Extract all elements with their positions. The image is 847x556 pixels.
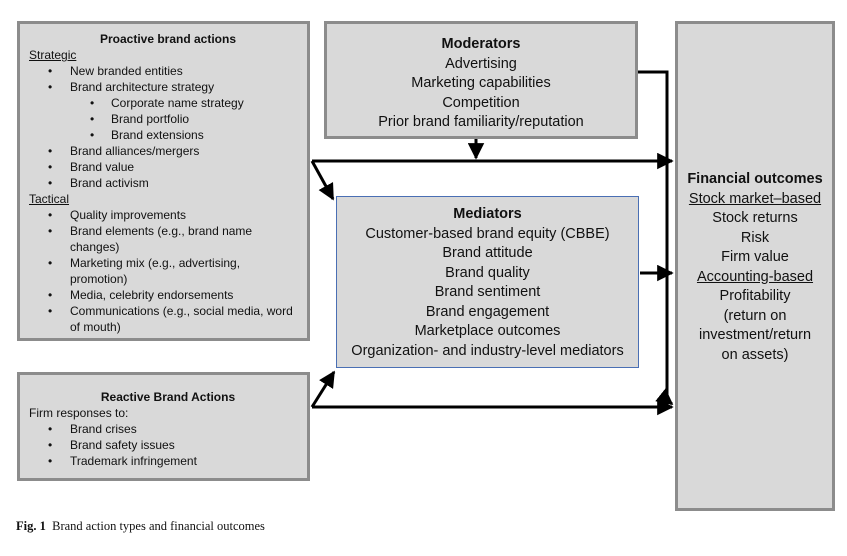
figure-label: Fig. 1 bbox=[16, 519, 46, 533]
strategic-item: Brand value bbox=[29, 159, 307, 175]
strategic-item: Brand architecture strategy bbox=[29, 79, 307, 95]
proactive-title: Proactive brand actions bbox=[99, 32, 237, 46]
tactical-list: Quality improvementsBrand elements (e.g.… bbox=[29, 207, 307, 335]
strategic-item: Brand alliances/mergers bbox=[29, 143, 307, 159]
mediator-item: Organization- and industry-level mediato… bbox=[351, 342, 624, 359]
reactive-list: Brand crisesBrand safety issuesTrademark… bbox=[29, 421, 307, 469]
strategic-item: New branded entities bbox=[29, 63, 307, 79]
reactive-item: Trademark infringement bbox=[29, 453, 307, 469]
arrow-bus-to-financial bbox=[655, 388, 674, 406]
mediator-item: Brand sentiment bbox=[434, 284, 541, 300]
strategic-item: Brand portfolio bbox=[29, 111, 307, 127]
mediator-item: Brand attitude bbox=[442, 245, 533, 261]
financial-title: Financial outcomes bbox=[687, 171, 823, 187]
accounting-outcome-item: (return on investment/return on assets) bbox=[698, 307, 812, 363]
arrow-reactive-to-mediators bbox=[310, 370, 336, 408]
tactical-item: Quality improvements bbox=[29, 207, 295, 223]
strategic-item: Brand activism bbox=[29, 175, 307, 191]
proactive-actions-box: Proactive brand actions Strategic New br… bbox=[17, 21, 310, 341]
figure-caption: Fig. 1 Brand action types and financial … bbox=[16, 519, 265, 534]
strategic-list: New branded entitiesBrand architecture s… bbox=[29, 63, 307, 191]
tactical-item: Communications (e.g., social media, word… bbox=[29, 303, 295, 335]
strategic-label: Strategic bbox=[29, 48, 77, 62]
strategic-item: Corporate name strategy bbox=[29, 95, 307, 111]
accounting-list: Profitability (return on investment/retur… bbox=[684, 287, 826, 365]
moderator-item: Marketing capabilities bbox=[411, 75, 551, 91]
mediators-box: Mediators Customer-based brand equity (C… bbox=[336, 196, 639, 368]
stock-outcome-item: Stock returns bbox=[712, 210, 798, 226]
mediator-item: Brand quality bbox=[445, 264, 530, 281]
tactical-item: Marketing mix (e.g., advertising, promot… bbox=[29, 255, 295, 287]
mediator-item: Marketplace outcomes bbox=[414, 323, 561, 339]
reactive-intro: Firm responses to: bbox=[29, 406, 129, 420]
tactical-item: Brand elements (e.g., brand name changes… bbox=[29, 223, 295, 255]
moderator-item: Advertising bbox=[445, 55, 517, 72]
tactical-item: Media, celebrity endorsements bbox=[29, 287, 295, 303]
mediator-item: Brand engagement bbox=[425, 303, 550, 320]
strategic-item: Brand extensions bbox=[29, 127, 307, 143]
figure-caption-text: Brand action types and financial outcome… bbox=[52, 519, 265, 533]
reactive-actions-box: Reactive Brand Actions Firm responses to… bbox=[17, 372, 310, 481]
moderators-title: Moderators bbox=[441, 36, 521, 52]
financial-outcomes-box: Financial outcomes Stock market–based St… bbox=[675, 21, 835, 511]
mediators-list: Customer-based brand equity (CBBE) Brand … bbox=[337, 225, 638, 362]
stock-market-label: Stock market–based bbox=[688, 190, 822, 207]
reactive-item: Brand crises bbox=[29, 421, 307, 437]
reactive-item: Brand safety issues bbox=[29, 437, 307, 453]
stock-outcome-item: Firm value bbox=[721, 249, 789, 265]
mediator-item: Customer-based brand equity (CBBE) bbox=[365, 225, 610, 242]
mediators-title: Mediators bbox=[453, 206, 522, 222]
moderator-item: Prior brand familiarity/reputation bbox=[378, 114, 584, 130]
stock-outcome-item: Risk bbox=[740, 229, 770, 246]
accounting-label: Accounting-based bbox=[696, 268, 814, 285]
accounting-outcome-item: Profitability bbox=[719, 288, 791, 304]
tactical-label: Tactical bbox=[29, 192, 70, 206]
arrow-proactive-to-mediators bbox=[310, 160, 335, 201]
moderator-item: Competition bbox=[442, 94, 520, 111]
reactive-title: Reactive Brand Actions bbox=[100, 390, 236, 404]
arrow-moderators-bus bbox=[638, 70, 669, 408]
